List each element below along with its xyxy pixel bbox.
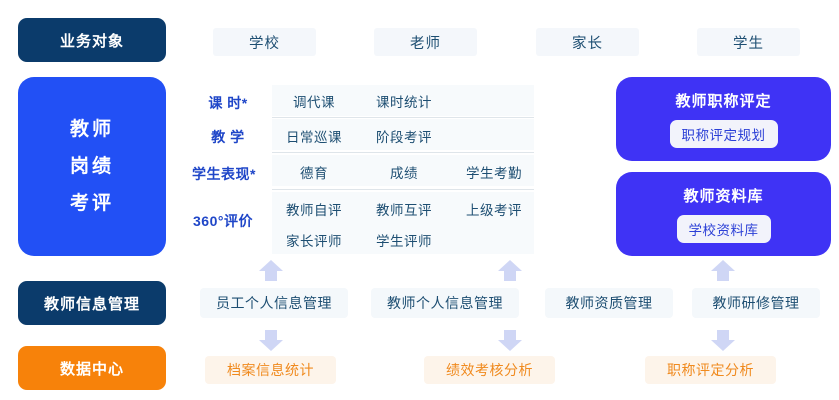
matrix-cell-substitute-class[interactable]: 调代课 (293, 94, 335, 110)
card-teacher-database[interactable]: 教师资料库 学校资料库 (616, 172, 831, 256)
matrix-band-row2 (272, 119, 534, 150)
arrow-down-icon-2 (497, 330, 523, 351)
arrow-down-icon-1 (258, 330, 284, 351)
rail-main-line-2: 岗绩 (69, 156, 114, 177)
rail-data-center[interactable]: 数据中心 (18, 346, 166, 390)
matrix-divider-1 (272, 117, 534, 118)
matrix-row-label-student-performance: 学生表现* (192, 166, 256, 182)
matrix-cell-stage-evaluation[interactable]: 阶段考评 (376, 129, 432, 145)
data-chip-title-assessment-analysis-label: 职称评定分析 (667, 362, 754, 378)
mgmt-chip-teacher-personal-info[interactable]: 教师个人信息管理 (371, 288, 519, 318)
audience-chip-student-label: 学生 (733, 35, 764, 52)
mgmt-chip-teacher-training-label: 教师研修管理 (712, 295, 800, 311)
audience-chip-teacher[interactable]: 老师 (374, 28, 477, 56)
matrix-cell-teacher-self-evaluation[interactable]: 教师自评 (286, 202, 342, 218)
rail-teacher-info-management[interactable]: 教师信息管理 (18, 281, 166, 325)
audience-chip-parent-label: 家长 (572, 35, 603, 52)
mgmt-chip-teacher-personal-info-label: 教师个人信息管理 (387, 295, 503, 311)
matrix-cell-student-evaluation[interactable]: 学生评师 (376, 233, 432, 249)
card-teacher-database-title: 教师资料库 (683, 188, 764, 205)
mgmt-chip-teacher-qualification[interactable]: 教师资质管理 (545, 288, 673, 318)
matrix-cell-daily-class-inspection[interactable]: 日常巡课 (286, 129, 342, 145)
arrow-up-icon-1 (258, 260, 284, 281)
data-chip-archive-statistics-label: 档案信息统计 (227, 362, 314, 378)
arrow-up-icon-3 (710, 260, 736, 281)
matrix-cell-teacher-peer-evaluation[interactable]: 教师互评 (376, 202, 432, 218)
matrix-cell-student-attendance[interactable]: 学生考勤 (466, 165, 522, 181)
card-teacher-title-assessment-pill[interactable]: 职称评定规划 (669, 120, 778, 148)
card-teacher-title-assessment-title: 教师职称评定 (675, 93, 772, 110)
data-chip-performance-analysis-label: 绩效考核分析 (446, 362, 533, 378)
matrix-cell-moral-education[interactable]: 德育 (300, 165, 328, 181)
card-teacher-database-pill[interactable]: 学校资料库 (676, 215, 771, 243)
matrix-band-row4 (272, 192, 534, 254)
matrix-band-row3 (272, 155, 534, 186)
card-teacher-title-assessment[interactable]: 教师职称评定 职称评定规划 (616, 77, 831, 161)
mgmt-chip-employee-personal-info[interactable]: 员工个人信息管理 (200, 288, 348, 318)
data-chip-title-assessment-analysis[interactable]: 职称评定分析 (645, 356, 776, 384)
matrix-cell-class-hour-statistics[interactable]: 课时统计 (376, 94, 432, 110)
audience-chip-student[interactable]: 学生 (697, 28, 800, 56)
arrow-up-icon-2 (497, 260, 523, 281)
rail-teacher-info-management-label: 教师信息管理 (43, 295, 140, 313)
matrix-band-row1 (272, 85, 534, 116)
matrix-divider-2 (272, 152, 534, 153)
data-chip-performance-analysis[interactable]: 绩效考核分析 (424, 356, 555, 384)
audience-chip-parent[interactable]: 家长 (536, 28, 639, 56)
matrix-row-label-class-hours: 课 时* (208, 95, 248, 111)
rail-business-object-label: 业务对象 (59, 32, 124, 50)
mgmt-chip-employee-personal-info-label: 员工个人信息管理 (216, 295, 332, 311)
rail-business-object[interactable]: 业务对象 (18, 18, 166, 62)
matrix-row-label-teaching: 教 学 (211, 129, 245, 145)
rail-main-line-3: 考评 (69, 193, 114, 214)
audience-chip-school-label: 学校 (249, 35, 280, 52)
mgmt-chip-teacher-qualification-label: 教师资质管理 (565, 295, 653, 311)
rail-data-center-label: 数据中心 (59, 360, 124, 378)
rail-main-line-1: 教师 (69, 119, 114, 140)
rail-main-module[interactable]: 教师 岗绩 考评 (18, 77, 166, 256)
mgmt-chip-teacher-training[interactable]: 教师研修管理 (692, 288, 820, 318)
data-chip-archive-statistics[interactable]: 档案信息统计 (205, 356, 336, 384)
matrix-row-label-360-evaluation: 360°评价 (193, 213, 253, 229)
audience-chip-teacher-label: 老师 (410, 35, 441, 52)
audience-chip-school[interactable]: 学校 (213, 28, 316, 56)
matrix-cell-supervisor-evaluation[interactable]: 上级考评 (466, 202, 522, 218)
matrix-divider-3 (272, 189, 534, 190)
arrow-down-icon-3 (710, 330, 736, 351)
matrix-cell-parent-evaluation[interactable]: 家长评师 (286, 233, 342, 249)
matrix-cell-grades[interactable]: 成绩 (390, 165, 418, 181)
